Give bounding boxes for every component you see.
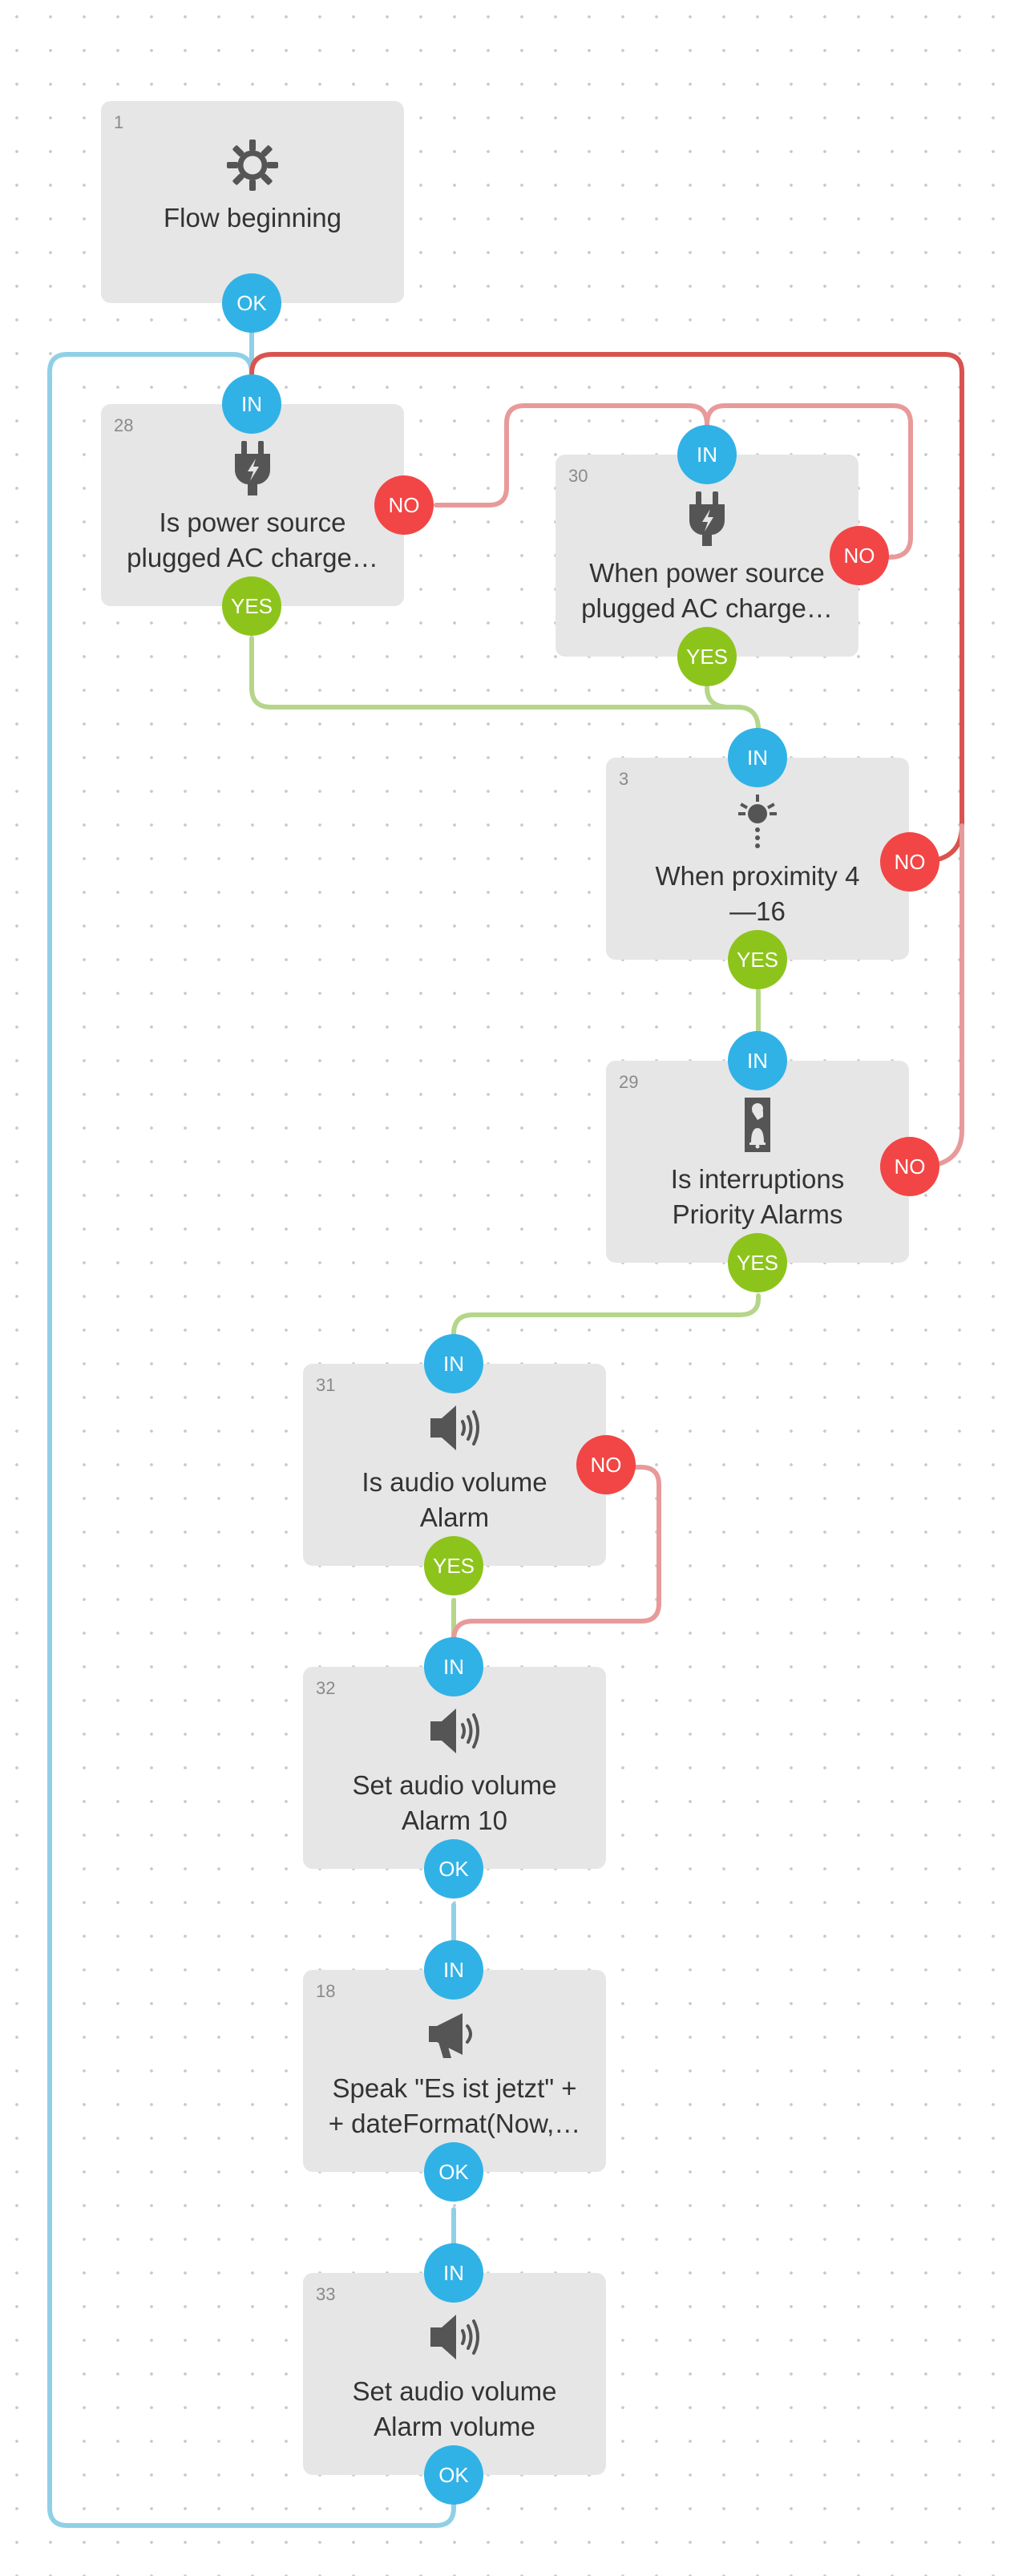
port-no-31[interactable]: NO — [576, 1435, 636, 1494]
wire-yes-30-to-3 — [705, 685, 740, 710]
port-in-3[interactable]: IN — [728, 728, 787, 787]
block-number: 28 — [114, 415, 134, 435]
block-label: Is power source plugged AC charge… — [127, 508, 378, 572]
wire-no-3-to-28 — [249, 352, 964, 864]
port-in-18[interactable]: IN — [424, 1940, 483, 2000]
flow-block-29[interactable]: 29 Is interruptions Priority Alarms — [606, 1061, 909, 1263]
block-label: Is interruptions Priority Alarms — [670, 1164, 845, 1229]
power-plug-icon — [675, 487, 739, 551]
block-number: 32 — [316, 1678, 336, 1698]
block-label: When power source plugged AC charge… — [581, 558, 833, 623]
wire-no-31-to-32 — [451, 1465, 661, 1643]
port-in-31[interactable]: IN — [424, 1334, 483, 1393]
megaphone-icon — [422, 2002, 487, 2066]
port-in-33[interactable]: IN — [424, 2243, 483, 2303]
block-label: Flow beginning — [164, 203, 341, 233]
flow-block-18[interactable]: 18 Speak "Es ist jetzt" + + dateFormat(N… — [303, 1970, 606, 2172]
speaker-icon — [422, 1396, 487, 1460]
block-label: Set audio volume Alarm volume — [352, 2376, 557, 2441]
port-no-28[interactable]: NO — [374, 475, 434, 535]
flow-block-33[interactable]: 33 Set audio volume Alarm volume — [303, 2273, 606, 2475]
flow-block-31[interactable]: 31 Is audio volume Alarm — [303, 1364, 606, 1566]
flow-block-32[interactable]: 32 Set audio volume Alarm 10 — [303, 1667, 606, 1869]
block-label: Set audio volume Alarm 10 — [352, 1770, 557, 1835]
port-no-3[interactable]: NO — [880, 832, 939, 892]
wire-no-30-to-30 — [705, 403, 913, 560]
flow-block-3[interactable]: 3 When proximity 4 —16 — [606, 758, 909, 960]
block-number: 29 — [619, 1072, 639, 1092]
proximity-icon — [725, 790, 790, 854]
port-yes-31[interactable]: YES — [424, 1536, 483, 1595]
wire-ok-33-loop-to-28 — [47, 352, 456, 2528]
port-in-32[interactable]: IN — [424, 1637, 483, 1696]
do-not-disturb-icon — [725, 1093, 790, 1157]
port-no-29[interactable]: NO — [880, 1137, 939, 1196]
port-in-30[interactable]: IN — [677, 425, 737, 484]
block-number: 30 — [568, 466, 588, 486]
gear-icon — [220, 133, 285, 197]
port-ok-18[interactable]: OK — [424, 2142, 483, 2202]
wire-yes-29-to-31 — [451, 1293, 761, 1341]
flow-block-30[interactable]: 30 When power source plugged AC charge… — [556, 455, 858, 657]
flow-block-1[interactable]: 1 Flow beginning — [101, 101, 404, 303]
port-in-28[interactable]: IN — [222, 374, 281, 434]
block-label: When proximity 4 —16 — [655, 861, 860, 926]
block-number: 3 — [619, 769, 629, 789]
wire-yes-28-to-3 — [249, 636, 761, 732]
block-number: 33 — [316, 2284, 336, 2304]
port-ok-33[interactable]: OK — [424, 2445, 483, 2505]
port-no-30[interactable]: NO — [830, 526, 889, 585]
block-label: Speak "Es ist jetzt" + + dateFormat(Now,… — [328, 2073, 581, 2138]
port-in-29[interactable]: IN — [728, 1031, 787, 1090]
port-ok-32[interactable]: OK — [424, 1839, 483, 1899]
flow-block-28[interactable]: 28 Is power source plugged AC charge… — [101, 404, 404, 606]
speaker-icon — [422, 2305, 487, 2369]
speaker-icon — [422, 1699, 487, 1763]
block-number: 18 — [316, 1981, 336, 2001]
wire-no-28-to-30 — [434, 403, 709, 508]
port-yes-28[interactable]: YES — [222, 576, 281, 636]
port-yes-29[interactable]: YES — [728, 1233, 787, 1292]
port-yes-30[interactable]: YES — [677, 627, 737, 686]
block-number: 1 — [114, 112, 124, 132]
port-ok-1[interactable]: OK — [222, 273, 281, 333]
block-label: Is audio volume Alarm — [362, 1467, 547, 1532]
power-plug-icon — [220, 436, 285, 500]
port-yes-3[interactable]: YES — [728, 930, 787, 989]
block-number: 31 — [316, 1375, 336, 1395]
